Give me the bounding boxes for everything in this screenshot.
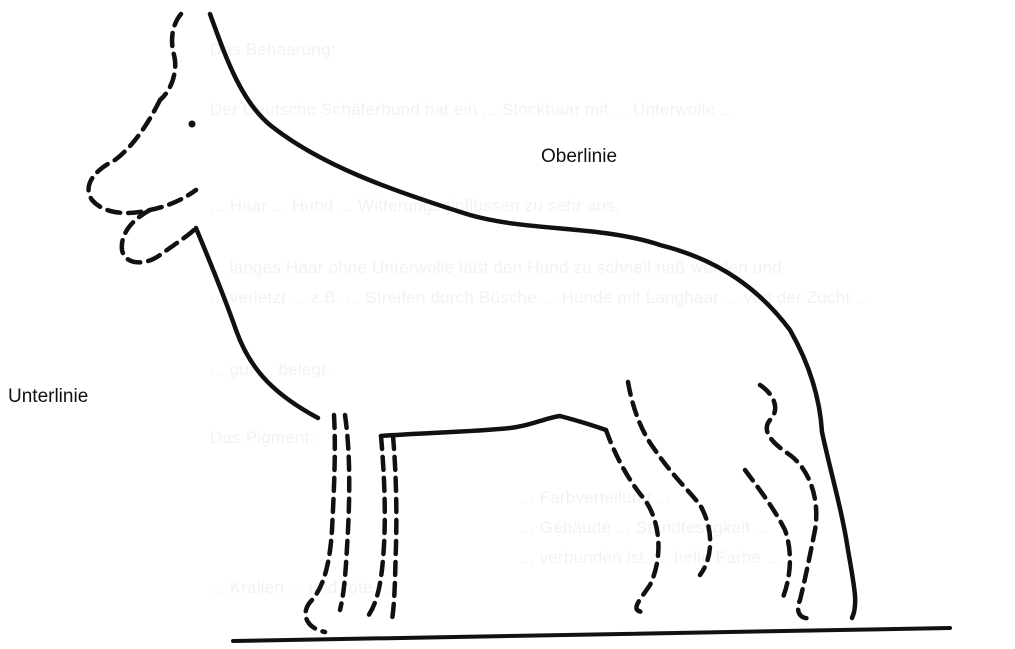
front-leg-inner-dashed: [365, 436, 385, 620]
jaw-outline-dashed: [122, 210, 196, 262]
front-leg-far-dashed: [340, 415, 349, 610]
front-leg-near-dashed: [306, 415, 335, 632]
topline-outline: [210, 14, 855, 618]
head-outline-dashed: [89, 100, 196, 213]
eye-dot: [189, 121, 196, 128]
underline-label: Unterlinie: [8, 386, 88, 408]
topline-label: Oberlinie: [541, 146, 617, 168]
ear-left-dashed: [160, 14, 181, 100]
hind-leg-near-front-dashed: [628, 382, 710, 575]
underline-neck-chest: [196, 228, 318, 418]
underline-belly: [381, 416, 606, 436]
hind-leg-far2-dashed: [745, 470, 790, 600]
hind-leg-near-dashed: [606, 430, 658, 612]
front-leg-inner2-dashed: [392, 436, 396, 620]
ground-line: [233, 628, 950, 641]
